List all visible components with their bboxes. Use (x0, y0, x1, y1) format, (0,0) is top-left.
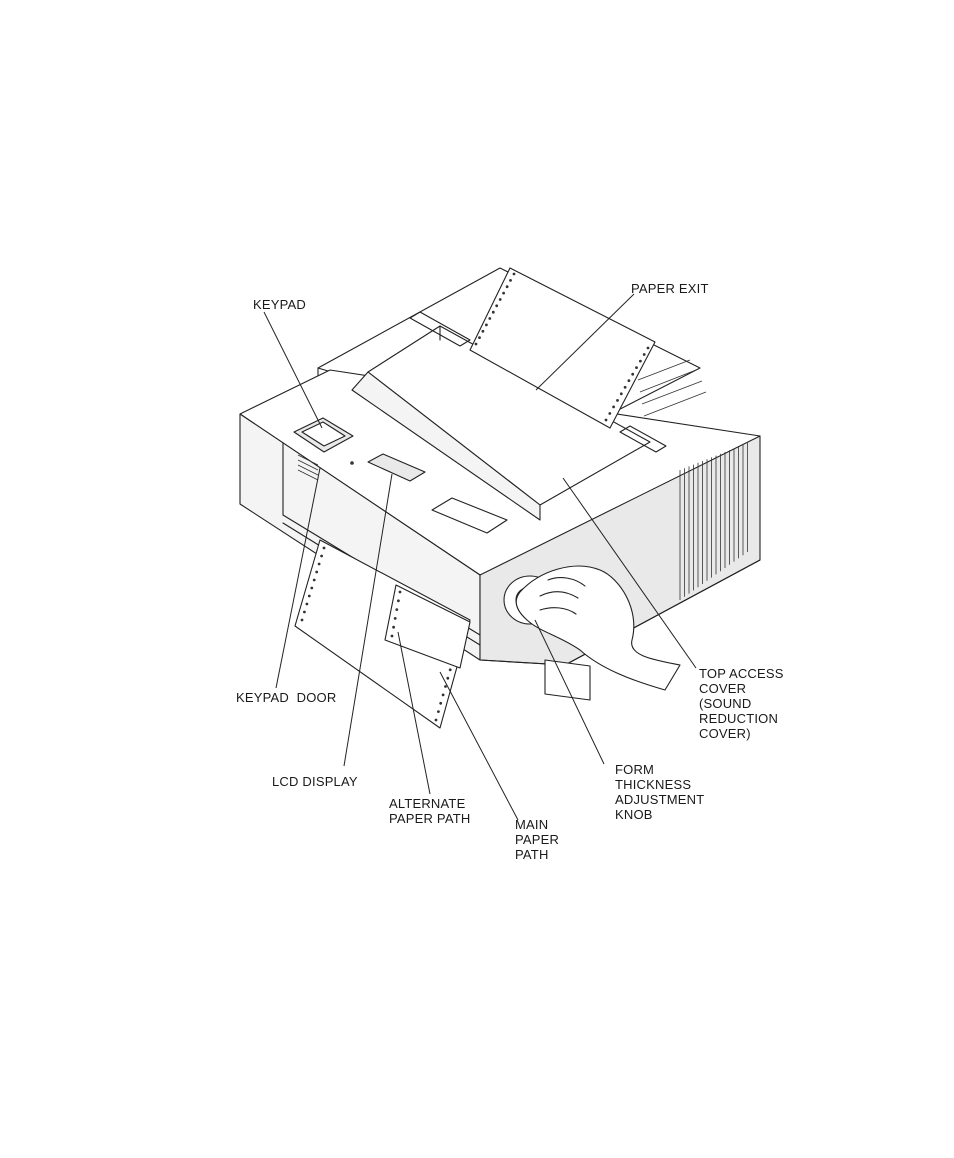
label-main-line1: MAIN (515, 817, 559, 832)
sprocket-hole (303, 611, 306, 614)
sprocket-hole (488, 317, 491, 320)
sprocket-hole (635, 366, 638, 369)
sprocket-hole (628, 379, 631, 382)
sprocket-hole (394, 617, 397, 620)
sprocket-hole (495, 304, 498, 307)
sprocket-hole (485, 324, 488, 327)
callout-alternate-paper-path: ALTERNATE PAPER PATH (389, 796, 470, 826)
label-keypad: KEYPAD (253, 297, 306, 312)
sprocket-hole (502, 292, 505, 295)
label-lcd-display: LCD DISPLAY (272, 774, 358, 789)
sprocket-hole (624, 386, 627, 389)
sprocket-hole (605, 419, 608, 422)
label-form-line1: FORM (615, 762, 704, 777)
callout-top-access-cover: TOP ACCESS COVER (SOUND REDUCTION COVER) (699, 666, 784, 741)
sprocket-hole (315, 571, 318, 574)
label-main-line3: PATH (515, 847, 559, 862)
label-top-access-line1: TOP ACCESS (699, 666, 784, 681)
sprocket-hole (318, 563, 321, 566)
sprocket-hole (631, 373, 634, 376)
sprocket-hole (392, 626, 395, 629)
sprocket-hole (301, 619, 304, 622)
callout-paper-exit: PAPER EXIT (631, 281, 709, 296)
sprocket-hole (499, 298, 502, 301)
sprocket-hole (320, 555, 323, 558)
label-keypad-door: KEYPAD DOOR (236, 690, 336, 705)
sprocket-hole (506, 285, 509, 288)
label-paper-exit: PAPER EXIT (631, 281, 709, 296)
sprocket-hole (323, 547, 326, 550)
label-form-line3: ADJUSTMENT (615, 792, 704, 807)
sprocket-hole (608, 412, 611, 415)
sprocket-hole (313, 579, 316, 582)
sprocket-hole (478, 336, 481, 339)
sprocket-hole (513, 273, 516, 276)
callout-keypad: KEYPAD (253, 297, 306, 312)
sprocket-hole (439, 702, 442, 705)
label-top-access-line5: COVER) (699, 726, 784, 741)
sprocket-hole (395, 608, 398, 611)
sprocket-hole (616, 399, 619, 402)
label-form-line4: KNOB (615, 807, 704, 822)
sprocket-hole (449, 668, 452, 671)
sprocket-hole (509, 279, 512, 282)
sprocket-hole (310, 587, 313, 590)
sprocket-hole (492, 311, 495, 314)
sprocket-hole (397, 599, 400, 602)
sprocket-hole (437, 710, 440, 713)
sprocket-hole (399, 591, 402, 594)
sprocket-hole (444, 685, 447, 688)
label-alternate-line1: ALTERNATE (389, 796, 470, 811)
sprocket-hole (446, 677, 449, 680)
sprocket-hole (308, 595, 311, 598)
label-top-access-line3: (SOUND (699, 696, 784, 711)
sprocket-hole (442, 694, 445, 697)
sprocket-hole (435, 719, 438, 722)
label-main-line2: PAPER (515, 832, 559, 847)
sprocket-hole (475, 343, 478, 346)
sprocket-hole (647, 347, 650, 350)
callout-keypad-door: KEYPAD DOOR (236, 690, 336, 705)
callout-form-thickness-knob: FORM THICKNESS ADJUSTMENT KNOB (615, 762, 704, 822)
label-form-line2: THICKNESS (615, 777, 704, 792)
sprocket-hole (391, 635, 394, 638)
sprocket-hole (612, 406, 615, 409)
sprocket-hole (643, 353, 646, 356)
callout-main-paper-path: MAIN PAPER PATH (515, 817, 559, 862)
label-alternate-line2: PAPER PATH (389, 811, 470, 826)
sprocket-hole (482, 330, 485, 333)
sprocket-hole (620, 392, 623, 395)
label-top-access-line4: REDUCTION (699, 711, 784, 726)
label-top-access-line2: COVER (699, 681, 784, 696)
callout-lcd-display: LCD DISPLAY (272, 774, 358, 789)
sprocket-hole (639, 360, 642, 363)
sprocket-hole (306, 603, 309, 606)
